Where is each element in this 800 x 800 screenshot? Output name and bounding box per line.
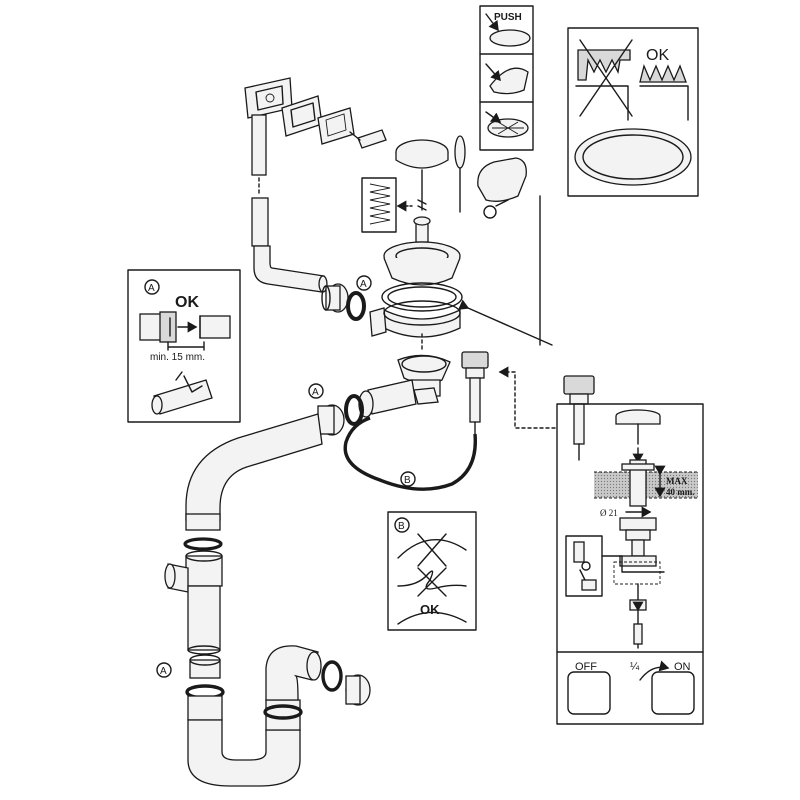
overflow-tube bbox=[251, 114, 328, 293]
panel-a-ok: OK bbox=[175, 294, 199, 311]
push-instruction-panel: PUSH bbox=[479, 5, 534, 151]
panel-a-min-label: min. 15 mm. bbox=[150, 352, 205, 363]
overflow-assembly bbox=[244, 77, 387, 293]
control-knob-standalone bbox=[563, 375, 595, 461]
on-label: ON bbox=[674, 661, 691, 673]
panel-a-marker: A bbox=[148, 283, 155, 294]
diameter-label: Ø 21 bbox=[600, 508, 618, 518]
overflow-plate bbox=[317, 107, 355, 145]
bottle-trap: A bbox=[156, 645, 371, 787]
max-label-line1: MAX bbox=[666, 476, 688, 486]
quarter-turn-label: ¼ bbox=[630, 661, 640, 673]
trap-marker-a: A bbox=[160, 666, 167, 677]
cable-marker-circle bbox=[400, 471, 416, 487]
basket-plug bbox=[395, 139, 449, 211]
waste-pipe-assembly: A bbox=[164, 379, 417, 655]
outlet-o-ring bbox=[344, 394, 364, 426]
push-label: PUSH bbox=[494, 12, 522, 23]
off-label: OFF bbox=[575, 661, 597, 673]
max-label-line2: 40 mm. bbox=[666, 487, 695, 497]
installation-panel: MAX 40 mm. Ø 21 bbox=[556, 403, 704, 725]
panel-b-marker: B bbox=[398, 521, 405, 532]
marker-a: A bbox=[360, 279, 367, 290]
off-knob-icon bbox=[567, 671, 611, 715]
cable-marker-b: B bbox=[404, 475, 411, 486]
connector-nut bbox=[321, 283, 349, 313]
panel-b: B OK bbox=[387, 511, 477, 631]
spring-detail bbox=[361, 177, 413, 233]
marker-a-circle bbox=[356, 275, 372, 291]
strainer-body bbox=[369, 216, 463, 405]
switch-panel: OFF ¼ ON bbox=[567, 660, 695, 715]
seal-check-panel: OK bbox=[567, 27, 699, 197]
top-ok-label: OK bbox=[646, 47, 669, 64]
panel-a: A OK min. 15 mm. bbox=[127, 269, 241, 423]
remote-valve bbox=[461, 351, 489, 435]
control-cable bbox=[343, 416, 477, 491]
overflow-screw bbox=[349, 129, 387, 149]
o-ring bbox=[346, 291, 366, 321]
on-knob-icon bbox=[651, 671, 695, 715]
screwdriver-icon bbox=[454, 135, 466, 213]
panel-b-ok: OK bbox=[420, 602, 440, 617]
hand-icon bbox=[477, 157, 527, 219]
outlet-marker-a: A bbox=[312, 387, 319, 398]
